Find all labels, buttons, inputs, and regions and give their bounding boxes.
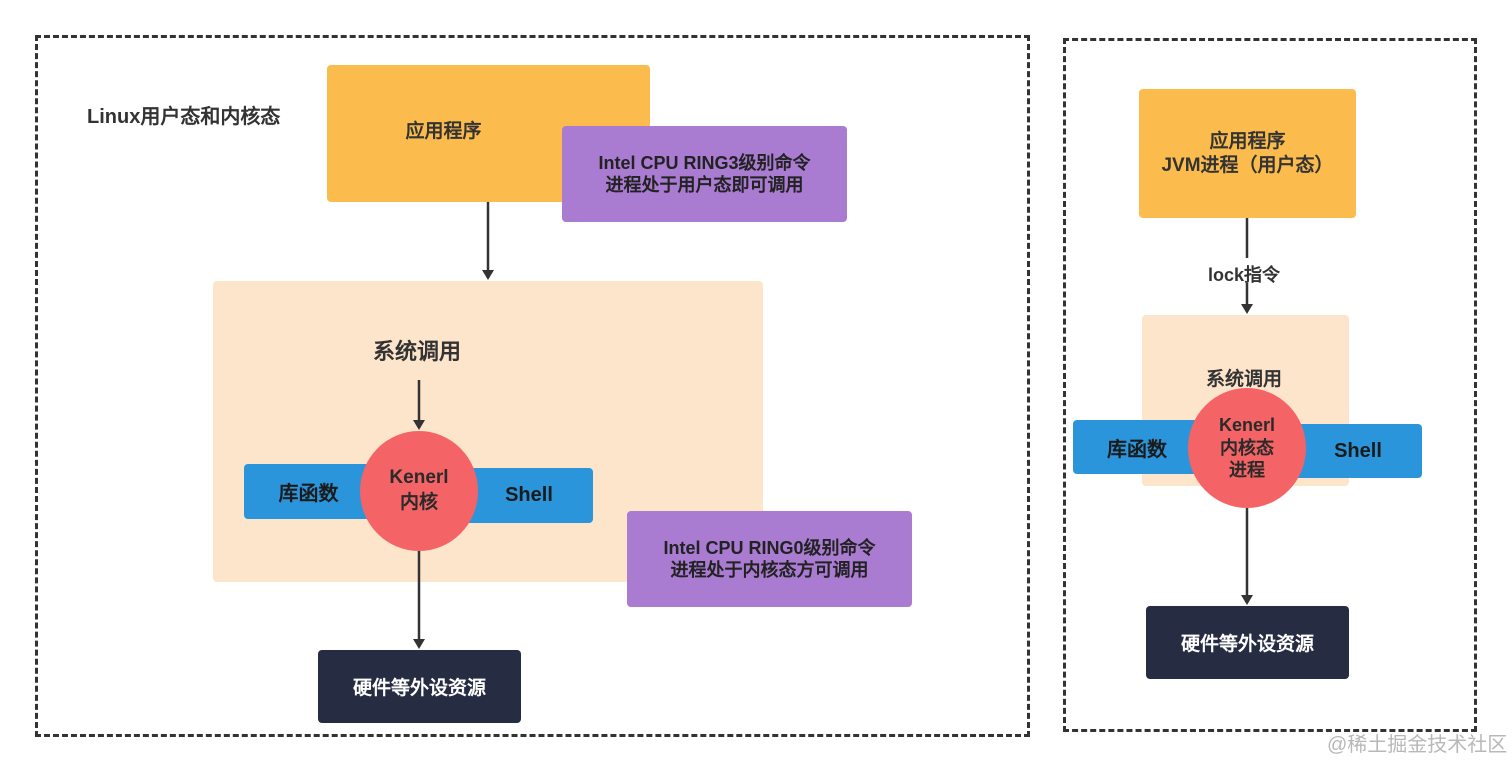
hardware-box: 硬件等外设资源 — [318, 650, 521, 723]
diagram-title: Linux用户态和内核态 — [87, 106, 281, 128]
lock-instruction-label: lock指令 — [1208, 259, 1281, 289]
left-diagram-frame — [35, 35, 1030, 737]
kernel-circle: Kenerl 内核 — [360, 431, 478, 551]
hardware-box-right: 硬件等外设资源 — [1146, 606, 1349, 679]
library-functions-box: 库函数 — [244, 464, 373, 519]
shell-box-right: Shell — [1294, 424, 1422, 478]
watermark: @稀土掘金技术社区 — [1327, 734, 1508, 756]
ring3-note: Intel CPU RING3级别命令 进程处于用户态即可调用 — [562, 126, 847, 222]
library-functions-box-right: 库函数 — [1073, 420, 1201, 474]
system-call-label: 系统调用 — [373, 339, 462, 364]
right-diagram-frame — [1063, 38, 1477, 732]
jvm-application-box: 应用程序 JVM进程（用户态） — [1139, 89, 1356, 218]
shell-box: Shell — [465, 468, 593, 523]
kernel-process-circle: Kenerl 内核态 进程 — [1188, 388, 1306, 508]
ring0-note: Intel CPU RING0级别命令 进程处于内核态方可调用 — [627, 511, 912, 607]
system-call-label-right: 系统调用 — [1206, 369, 1283, 390]
